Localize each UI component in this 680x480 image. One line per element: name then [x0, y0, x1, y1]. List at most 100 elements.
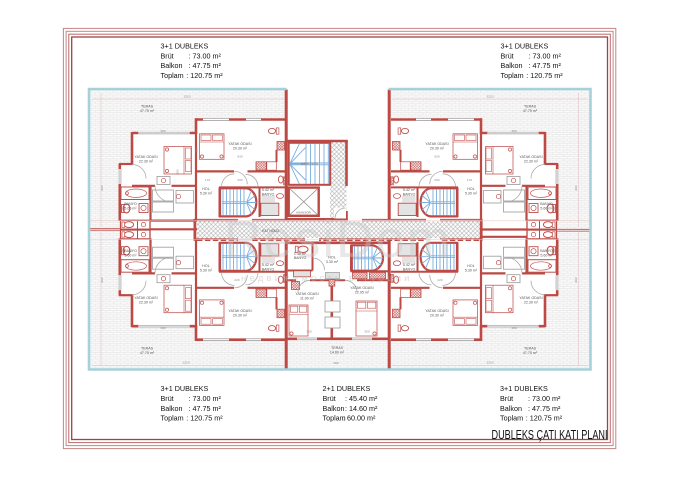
- svg-text:HOL: HOL: [328, 256, 335, 260]
- svg-text:220: 220: [437, 278, 442, 282]
- svg-text:480: 480: [160, 129, 165, 133]
- svg-text:YATAK ODASI: YATAK ODASI: [228, 309, 251, 313]
- svg-text:BANYO: BANYO: [403, 192, 416, 196]
- svg-text:: 73.00 m²: : 73.00 m²: [189, 394, 222, 403]
- svg-text:Toplam: Toplam: [501, 71, 524, 80]
- svg-text:YATAK ODASI: YATAK ODASI: [228, 142, 251, 146]
- svg-text:22.30 m²: 22.30 m²: [139, 300, 154, 304]
- svg-text:Toplam: Toplam: [323, 414, 346, 423]
- svg-text:: 73.00 m²: : 73.00 m²: [529, 51, 562, 60]
- svg-text:5.60 m²: 5.60 m²: [540, 206, 553, 210]
- svg-text:22.30 m²: 22.30 m²: [524, 300, 539, 304]
- svg-text:Toplam: Toplam: [500, 414, 523, 423]
- svg-text:3+1 DUBLEKS: 3+1 DUBLEKS: [161, 42, 209, 51]
- svg-text:: 73.00 m²: : 73.00 m²: [528, 394, 561, 403]
- svg-text:Brüt: Brüt: [323, 394, 336, 403]
- svg-text:YATAK ODASI: YATAK ODASI: [519, 155, 542, 159]
- svg-text:YATAK ODASI: YATAK ODASI: [134, 296, 157, 300]
- svg-text:1210: 1210: [487, 95, 494, 99]
- svg-text:HOL: HOL: [467, 187, 474, 191]
- svg-text:Toplam: Toplam: [161, 71, 184, 80]
- svg-text:BANYO: BANYO: [540, 202, 553, 206]
- svg-text:: 47.75 m²: : 47.75 m²: [189, 404, 222, 413]
- svg-text:960: 960: [574, 277, 578, 282]
- svg-text:YATAK ODASI: YATAK ODASI: [425, 309, 448, 313]
- svg-text:11.00 m²: 11.00 m²: [300, 296, 315, 300]
- svg-text:Brüt: Brüt: [501, 51, 514, 60]
- svg-text:: 47.75 m²: : 47.75 m²: [529, 61, 562, 70]
- svg-text:5.42 m²: 5.42 m²: [262, 188, 275, 192]
- svg-text:170: 170: [205, 178, 210, 182]
- svg-text:: 120.75 m²: : 120.75 m²: [526, 71, 563, 80]
- svg-text:5.42 m²: 5.42 m²: [403, 263, 416, 267]
- svg-text:480: 480: [511, 326, 516, 330]
- svg-text:Brüt: Brüt: [161, 51, 174, 60]
- svg-text:960: 960: [574, 185, 578, 190]
- svg-text:BANYO: BANYO: [262, 267, 275, 271]
- svg-text:Brüt: Brüt: [500, 394, 513, 403]
- svg-text:: 47.75 m²: : 47.75 m²: [189, 61, 222, 70]
- svg-text:BANYO: BANYO: [262, 192, 275, 196]
- svg-text:TERAS: TERAS: [141, 347, 154, 351]
- svg-text:5.30 m²: 5.30 m²: [465, 191, 478, 195]
- svg-text:TERAS: TERAS: [331, 346, 344, 350]
- svg-text:Balkon: Balkon: [161, 61, 183, 70]
- svg-text:5.42 m²: 5.42 m²: [403, 188, 416, 192]
- svg-text:5.60 m²: 5.60 m²: [540, 253, 553, 257]
- svg-text:Toplam: Toplam: [161, 414, 184, 423]
- svg-text:47.75 m²: 47.75 m²: [523, 351, 538, 355]
- svg-text:20.30 m²: 20.30 m²: [430, 146, 445, 150]
- svg-text:480: 480: [333, 361, 338, 365]
- svg-text:HOL: HOL: [202, 264, 209, 268]
- svg-text:ResiDom: ResiDom: [224, 211, 452, 269]
- svg-text:1.30 m²: 1.30 m²: [294, 252, 307, 256]
- svg-text:20.30 m²: 20.30 m²: [233, 146, 248, 150]
- svg-text:DUBLEKS ÇATI KATI PLANI: DUBLEKS ÇATI KATI PLANI: [492, 428, 608, 442]
- svg-text:450: 450: [176, 169, 180, 174]
- svg-text:2+1 DUBLEKS: 2+1 DUBLEKS: [323, 384, 371, 393]
- svg-text:5.60 m²: 5.60 m²: [124, 206, 137, 210]
- svg-text:: 14.60 m²: : 14.60 m²: [345, 404, 378, 413]
- svg-text:14.60 m²: 14.60 m²: [330, 350, 345, 354]
- svg-text:47.75 m²: 47.75 m²: [140, 351, 155, 355]
- svg-text:: 47.75 m²: : 47.75 m²: [528, 404, 561, 413]
- svg-text:: 120.75 m²: : 120.75 m²: [186, 414, 223, 423]
- svg-text:3.30 m²: 3.30 m²: [326, 260, 339, 264]
- svg-text:Balkon: Balkon: [161, 404, 183, 413]
- svg-text:YATAK ODASI: YATAK ODASI: [425, 142, 448, 146]
- svg-text:220: 220: [234, 278, 239, 282]
- svg-text:TERAS: TERAS: [524, 347, 537, 351]
- svg-text:YATAK ODASI: YATAK ODASI: [134, 155, 157, 159]
- svg-text:300: 300: [306, 330, 311, 334]
- svg-text:5.30 m²: 5.30 m²: [465, 268, 478, 272]
- svg-text:недвижимость в турции: недвижимость в турции: [241, 273, 413, 284]
- svg-text:830: 830: [237, 155, 242, 159]
- svg-text:200: 200: [237, 178, 242, 182]
- svg-text:MERDİVEN: MERDİVEN: [301, 161, 319, 166]
- svg-text:BANYO: BANYO: [124, 249, 137, 253]
- svg-text:20.30 m²: 20.30 m²: [430, 313, 445, 317]
- svg-text:: 60.00 m²: : 60.00 m²: [343, 414, 376, 423]
- svg-text:BANYO: BANYO: [294, 256, 307, 260]
- svg-text:: 73.00 m²: : 73.00 m²: [189, 51, 222, 60]
- svg-text:22.30 m²: 22.30 m²: [524, 159, 539, 163]
- svg-text:12.95 m²: 12.95 m²: [355, 290, 370, 294]
- svg-text:830: 830: [434, 155, 439, 159]
- svg-text:BANYO: BANYO: [403, 267, 416, 271]
- svg-text:TERAS: TERAS: [141, 105, 154, 109]
- svg-text:YATAK ODASI: YATAK ODASI: [519, 296, 542, 300]
- svg-text:TERAS: TERAS: [524, 105, 537, 109]
- svg-text:350: 350: [364, 330, 369, 334]
- svg-text:47.75 m²: 47.75 m²: [523, 109, 538, 113]
- svg-text:5.60 m²: 5.60 m²: [124, 253, 137, 257]
- svg-text:: 120.75 m²: : 120.75 m²: [526, 414, 563, 423]
- svg-text:: 120.75 m²: : 120.75 m²: [186, 71, 223, 80]
- svg-text:HOL: HOL: [467, 264, 474, 268]
- svg-text:3+1 DUBLEKS: 3+1 DUBLEKS: [501, 42, 549, 51]
- svg-text:: 45.40 m²: : 45.40 m²: [345, 394, 378, 403]
- svg-text:HOL: HOL: [202, 187, 209, 191]
- svg-text:3+1 DUBLEKS: 3+1 DUBLEKS: [500, 384, 548, 393]
- svg-text:YATAK ODASI: YATAK ODASI: [350, 286, 373, 290]
- svg-text:350: 350: [195, 147, 199, 152]
- svg-text:ASANSÖR: ASANSÖR: [296, 210, 312, 214]
